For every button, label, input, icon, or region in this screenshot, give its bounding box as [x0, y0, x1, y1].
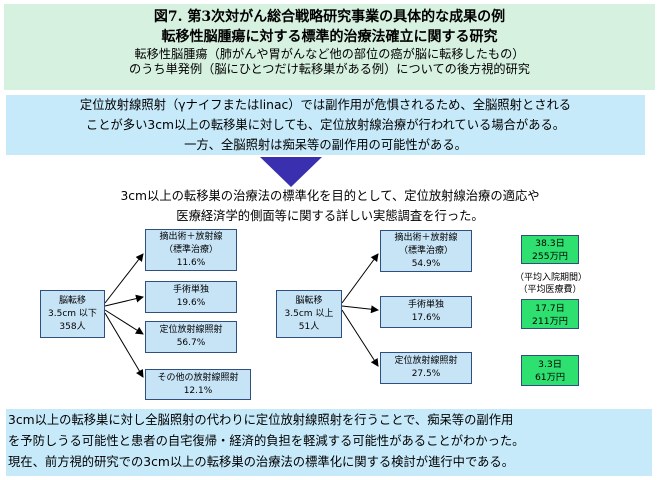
connector-right-3 [341, 309, 379, 367]
right-root-line-1: 脳転移 [295, 296, 323, 306]
right-branch-stereotactic: 定位放射線照射 27.5% [380, 352, 472, 384]
connector-left-1 [104, 253, 144, 304]
down-arrow-icon [260, 157, 322, 187]
right-branch-surgery-radiation: 摘出術＋放射線 （標準治療） 54.9% [380, 230, 472, 272]
branch-value: 27.5% [411, 369, 441, 379]
purpose-line-2: 医療経済学的側面等に関する詳しい実態調査を行った。 [176, 209, 484, 223]
right-root-line-2: 3.5cm 以上 [284, 309, 334, 319]
branch-label: 摘出術＋放射線 [394, 233, 458, 243]
left-root-line-2: 3.5cm 以下 [48, 309, 97, 319]
left-branch-surgery-only: 手術単独 19.6% [145, 281, 237, 313]
left-root-line-3: 358人 [59, 322, 86, 332]
outcome-cost: 61万円 [534, 372, 566, 383]
branch-value: 17.6% [411, 313, 441, 323]
outcome-legend: （平均入院期間） （平均医療費） [515, 272, 588, 296]
right-root-line-3: 51人 [298, 322, 320, 332]
conclusion-line-1: 3cm以上の転移巣に対し全脳照射の代わりに定位放射線照射を行うことで、痴呆等の副… [8, 413, 514, 427]
branch-value: 54.9% [411, 259, 441, 269]
outcome-days: 3.3日 [538, 359, 562, 370]
right-branch-surgery-only: 手術単独 17.6% [380, 296, 472, 328]
legend-days: （平均入院期間） [515, 273, 588, 283]
branch-label: 摘出術＋放射線 [159, 232, 223, 242]
conclusion-line-2: を予防しうる可能性と患者の自宅復帰・経済的負担を軽減する可能性があることがわかっ… [8, 434, 525, 448]
purpose-line-1: 3cm以上の転移巣の治療法の標準化を目的として、定位放射線治療の適応や [120, 189, 540, 203]
title-line-1: 図7. 第3次対がん総合戦略研究事業の具体的な成果の例 [153, 9, 506, 25]
outcome-box-1: 38.3日 255万円 [521, 235, 579, 264]
connector-left-3 [104, 309, 144, 335]
outcome-days: 17.7日 [535, 303, 565, 314]
outcome-box-3: 3.3日 61万円 [521, 355, 579, 386]
legend-cost: （平均医療費） [518, 285, 582, 295]
branch-label: 手術単独 [407, 300, 444, 310]
branch-value: 19.6% [176, 298, 206, 308]
branch-sublabel: （標準治療） [163, 245, 218, 255]
intro-panel: 定位放射線照射（γナイフまたはlinac）では副作用が危惧されるため、全脳照射と… [6, 95, 645, 155]
branch-sublabel: （標準治療） [398, 246, 453, 256]
branch-label: 手術単独 [172, 285, 209, 295]
subtitle-line-2: のうち単発例（脳にひとつだけ転移巣がある例）についての後方視的研究 [129, 62, 530, 76]
purpose-text: 3cm以上の転移巣の治療法の標準化を目的として、定位放射線治療の適応や 医療経済… [10, 186, 650, 226]
outcome-cost: 255万円 [532, 251, 568, 262]
branch-label: 定位放射線照射 [394, 356, 458, 366]
branch-label: その他の放射線照射 [157, 373, 239, 383]
conclusion-line-3: 現在、前方視的研究での3cm以上の転移巣の治療法の標準化に関する検討が進行中であ… [8, 455, 515, 469]
connector-right-1 [341, 253, 379, 304]
left-root-box: 脳転移 3.5cm 以下 358人 [40, 290, 105, 338]
intro-line-3: 一方、全脳照射は痴呆等の副作用の可能性がある。 [184, 138, 467, 152]
title-line-2: 転移性脳腫瘍に対する標準的治療法確立に関する研究 [161, 29, 498, 45]
branch-label: 定位放射線照射 [159, 325, 223, 335]
left-branch-other-radiation: その他の放射線照射 12.1% [145, 369, 251, 400]
connector-right-2 [341, 305, 379, 314]
right-root-box: 脳転移 3.5cm 以上 51人 [276, 290, 342, 338]
connector-left-2 [104, 294, 144, 307]
left-root-line-1: 脳転移 [58, 296, 86, 306]
intro-line-2: ことが多い3cm以上の転移巣に対しても、定位放射線治療が行われている場合がある。 [85, 118, 566, 132]
subtitle-line-1: 転移性脳腫瘍（肺がんや胃がんなど他の部位の癌が脳に転移したもの） [134, 47, 525, 61]
header-panel: 図7. 第3次対がん総合戦略研究事業の具体的な成果の例 転移性脳腫瘍に対する標準… [4, 4, 655, 90]
outcome-box-2: 17.7日 211万円 [521, 299, 579, 329]
branch-value: 11.6% [176, 258, 206, 268]
conclusion-panel: 3cm以上の転移巣に対し全脳照射の代わりに定位放射線照射を行うことで、痴呆等の副… [6, 409, 652, 476]
left-branch-stereotactic: 定位放射線照射 56.7% [145, 321, 237, 353]
branch-value: 12.1% [183, 386, 213, 396]
intro-line-1: 定位放射線照射（γナイフまたはlinac）では副作用が危惧されるため、全脳照射と… [79, 98, 572, 112]
outcome-cost: 211万円 [532, 316, 568, 327]
outcome-days: 38.3日 [535, 238, 565, 249]
left-branch-surgery-radiation: 摘出術＋放射線 （標準治療） 11.6% [145, 229, 237, 271]
branch-value: 56.7% [176, 338, 206, 348]
connector-left-4 [104, 312, 144, 378]
